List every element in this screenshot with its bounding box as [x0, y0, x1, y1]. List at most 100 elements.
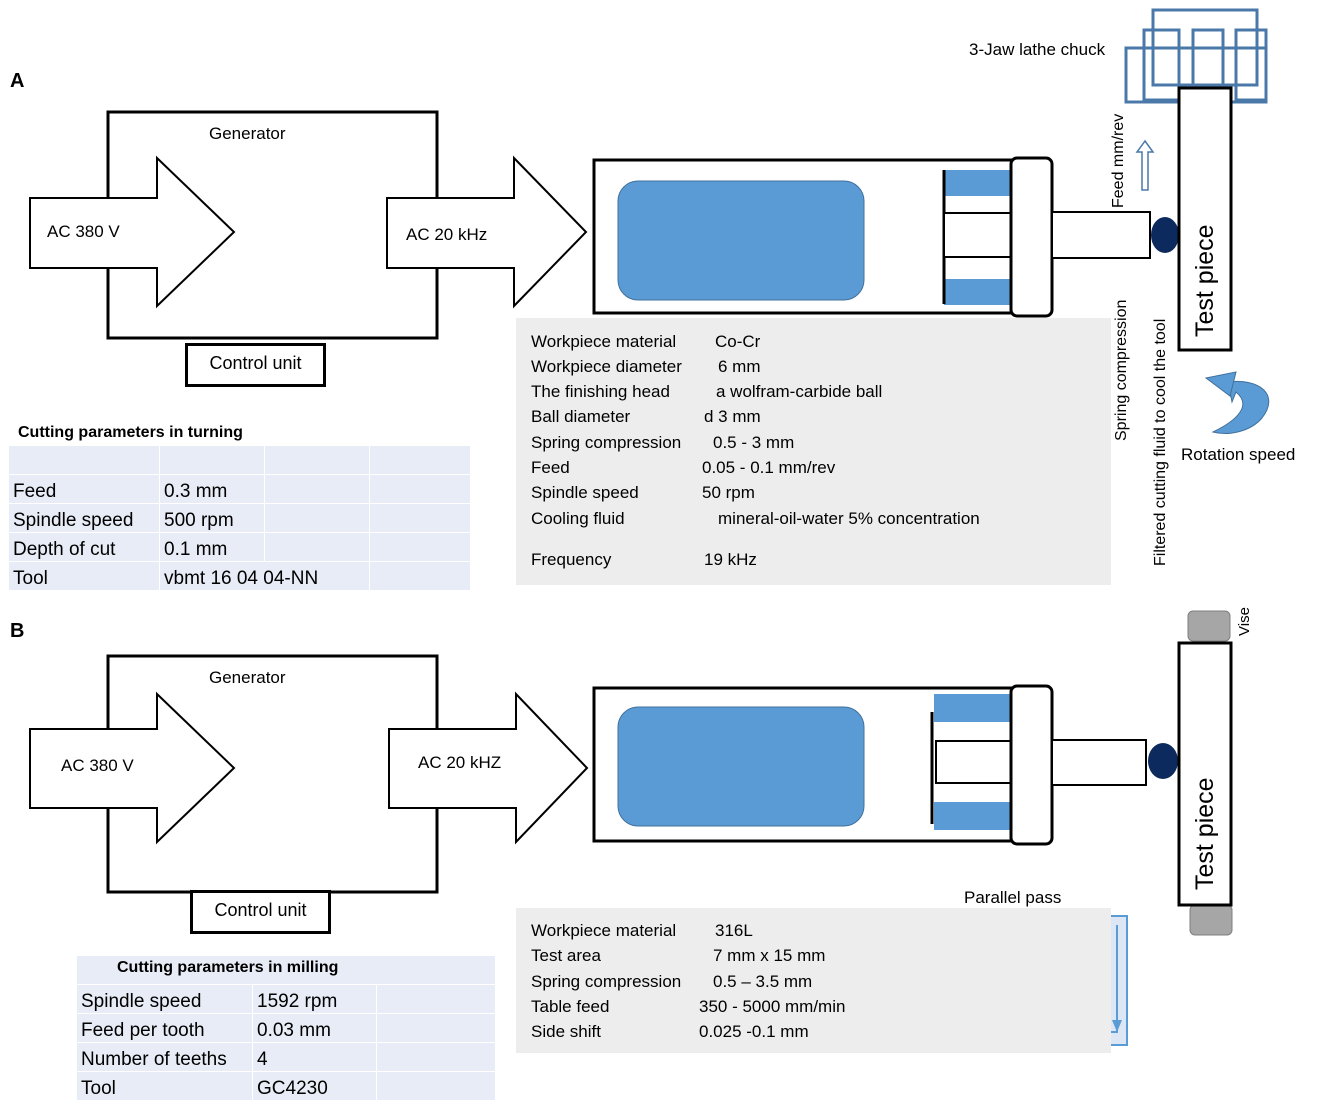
- flange-b: [1009, 684, 1054, 846]
- param-name: Feed: [8, 474, 160, 504]
- info-key: Spindle speed: [531, 483, 639, 502]
- cutting-title-a: Cutting parameters in turning: [18, 424, 243, 441]
- rotation-arrow-icon: [1204, 371, 1270, 434]
- param-name: Tool: [8, 561, 160, 591]
- param-value: 4: [252, 1042, 377, 1072]
- horn-inner-b: [935, 740, 1018, 784]
- control-unit-b: Control unit: [190, 890, 331, 934]
- info-key: Ball diameter: [531, 407, 631, 426]
- test-piece-b: [1177, 641, 1233, 907]
- tool-shaft-b: [1051, 739, 1147, 786]
- generator-label-a: Generator: [209, 124, 286, 143]
- info-value: 350 - 5000 mm/min: [699, 997, 846, 1016]
- test-piece-a: [1177, 86, 1233, 352]
- param-name: Depth of cut: [8, 532, 160, 562]
- vise-top-icon: [1187, 610, 1231, 642]
- transducer-core-a: [617, 180, 865, 301]
- info-panel-a: Workpiece material Co-Cr Workpiece diame…: [516, 318, 1111, 585]
- piezo-bottom-b: [934, 802, 1011, 830]
- input-voltage-a: AC 380 V: [47, 222, 120, 241]
- ball-tool-a: [1151, 217, 1179, 253]
- param-value: 0.03 mm: [252, 1013, 377, 1043]
- output-frequency-a: AC 20 kHz: [406, 225, 488, 244]
- table-row: [8, 445, 471, 475]
- param-value: 0.3 mm: [159, 474, 265, 504]
- info-key: Frequency: [531, 550, 612, 569]
- info-key: Test area: [531, 946, 601, 965]
- cutting-title-b: Cutting parameters in milling: [117, 959, 339, 976]
- param-name: Number of teeths: [76, 1042, 253, 1072]
- vise-label: Vise: [1236, 607, 1253, 636]
- cutting-table-b: Cutting parameters in milling Spindle sp…: [76, 955, 496, 1101]
- info-value: 0.05 - 0.1 mm/rev: [702, 458, 836, 477]
- param-name: Tool: [76, 1071, 253, 1101]
- feed-label: Feed mm/rev: [1110, 113, 1127, 208]
- param-name: Spindle speed: [8, 503, 160, 533]
- panel-a-letter: A: [10, 70, 25, 92]
- test-piece-label-a: Test piece: [1191, 224, 1219, 337]
- tool-shaft-a: [1051, 211, 1151, 259]
- spring-compression-label: Spring compression: [1113, 299, 1130, 441]
- info-value: mineral-oil-water 5% concentration: [718, 509, 980, 528]
- info-value: Co-Cr: [715, 332, 761, 351]
- info-value: 6 mm: [718, 357, 761, 376]
- input-arrow-b: [29, 691, 236, 845]
- info-key: Table feed: [531, 997, 610, 1016]
- info-key: Workpiece material: [531, 921, 677, 940]
- cutting-fluid-label: Filtered cutting fluid to cool the tool: [1152, 318, 1169, 566]
- output-arrow-a: [386, 155, 588, 309]
- piezo-top-a: [944, 170, 1011, 196]
- param-value: GC4230: [252, 1071, 377, 1101]
- vise-bottom-icon: [1189, 904, 1233, 936]
- info-value: 0.5 – 3.5 mm: [713, 972, 813, 991]
- horn-inner-a: [943, 212, 1018, 258]
- info-value: a wolfram-carbide ball: [716, 382, 883, 401]
- info-value: 316L: [715, 921, 753, 940]
- info-key: Spring compression: [531, 433, 682, 452]
- param-value: 0.1 mm: [159, 532, 265, 562]
- info-key: Spring compression: [531, 972, 682, 991]
- test-piece-label-b: Test piece: [1191, 777, 1219, 890]
- info-key: The finishing head: [531, 382, 670, 401]
- info-key: Workpiece diameter: [531, 357, 682, 376]
- rotation-speed-label: Rotation speed: [1181, 445, 1296, 464]
- info-value: 0.5 - 3 mm: [713, 433, 795, 452]
- param-name: Spindle speed: [76, 984, 253, 1014]
- transducer-core-b: [617, 706, 865, 827]
- panel-b-letter: B: [10, 620, 25, 642]
- table-row: Cutting parameters in milling: [76, 955, 496, 985]
- param-value: 1592 rpm: [252, 984, 377, 1014]
- info-key: Cooling fluid: [531, 509, 625, 528]
- output-frequency-b: AC 20 kHZ: [418, 753, 502, 772]
- info-value: 50 rpm: [702, 483, 755, 502]
- ball-tool-b: [1148, 743, 1178, 779]
- param-value: 500 rpm: [159, 503, 265, 533]
- piezo-top-b: [934, 694, 1011, 722]
- output-arrow-b: [388, 691, 589, 845]
- feed-arrow-icon: [1135, 139, 1155, 191]
- control-unit-a: Control unit: [185, 343, 326, 387]
- info-value: 0.025 -0.1 mm: [699, 1022, 809, 1041]
- info-key: Side shift: [531, 1022, 601, 1041]
- info-value: d 3 mm: [704, 407, 761, 426]
- info-key: Feed: [531, 458, 570, 477]
- param-name: Feed per tooth: [76, 1013, 253, 1043]
- input-arrow-a: [29, 155, 236, 309]
- info-key: Workpiece material: [531, 332, 677, 351]
- info-value: 7 mm x 15 mm: [713, 946, 826, 965]
- info-panel-b: Workpiece material 316L Test area 7 mm x…: [516, 908, 1111, 1053]
- piezo-bottom-a: [944, 279, 1011, 305]
- input-voltage-b: AC 380 V: [61, 756, 134, 775]
- info-value: 19 kHz: [704, 550, 757, 569]
- parallel-pass-label: Parallel pass: [964, 888, 1062, 907]
- param-value: vbmt 16 04 04-NN: [159, 561, 370, 591]
